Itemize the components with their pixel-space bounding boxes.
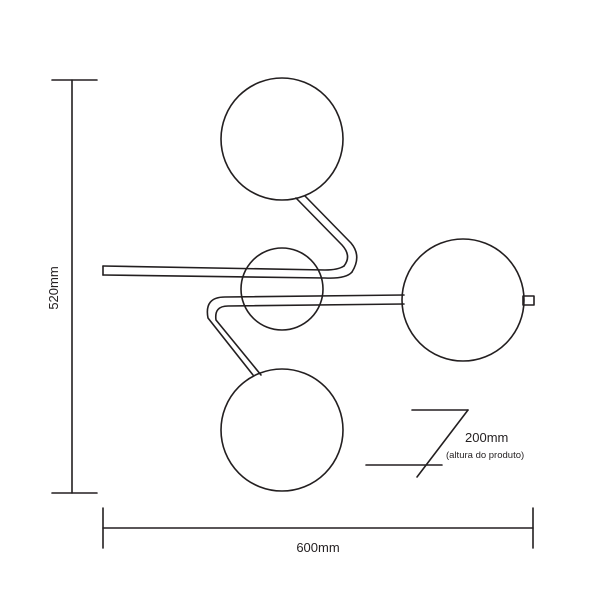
width-label: 600mm [296,540,339,555]
depth-note: (altura do produto) [446,450,524,461]
bottom-globe [220,368,344,492]
top-globe [220,77,344,201]
height-dimension [51,79,98,494]
height-label: 520mm [46,266,61,309]
depth-label: 200mm [465,430,508,445]
left-arm [102,265,353,279]
width-dimension [102,507,534,549]
depth-diagonal-line [416,409,469,478]
lower-arm [206,294,405,376]
depth-indicator [365,409,469,478]
right-end-cap [522,295,535,306]
right-globe [401,238,525,362]
wall-canopy [240,247,324,331]
top-globe-stem [295,195,358,273]
